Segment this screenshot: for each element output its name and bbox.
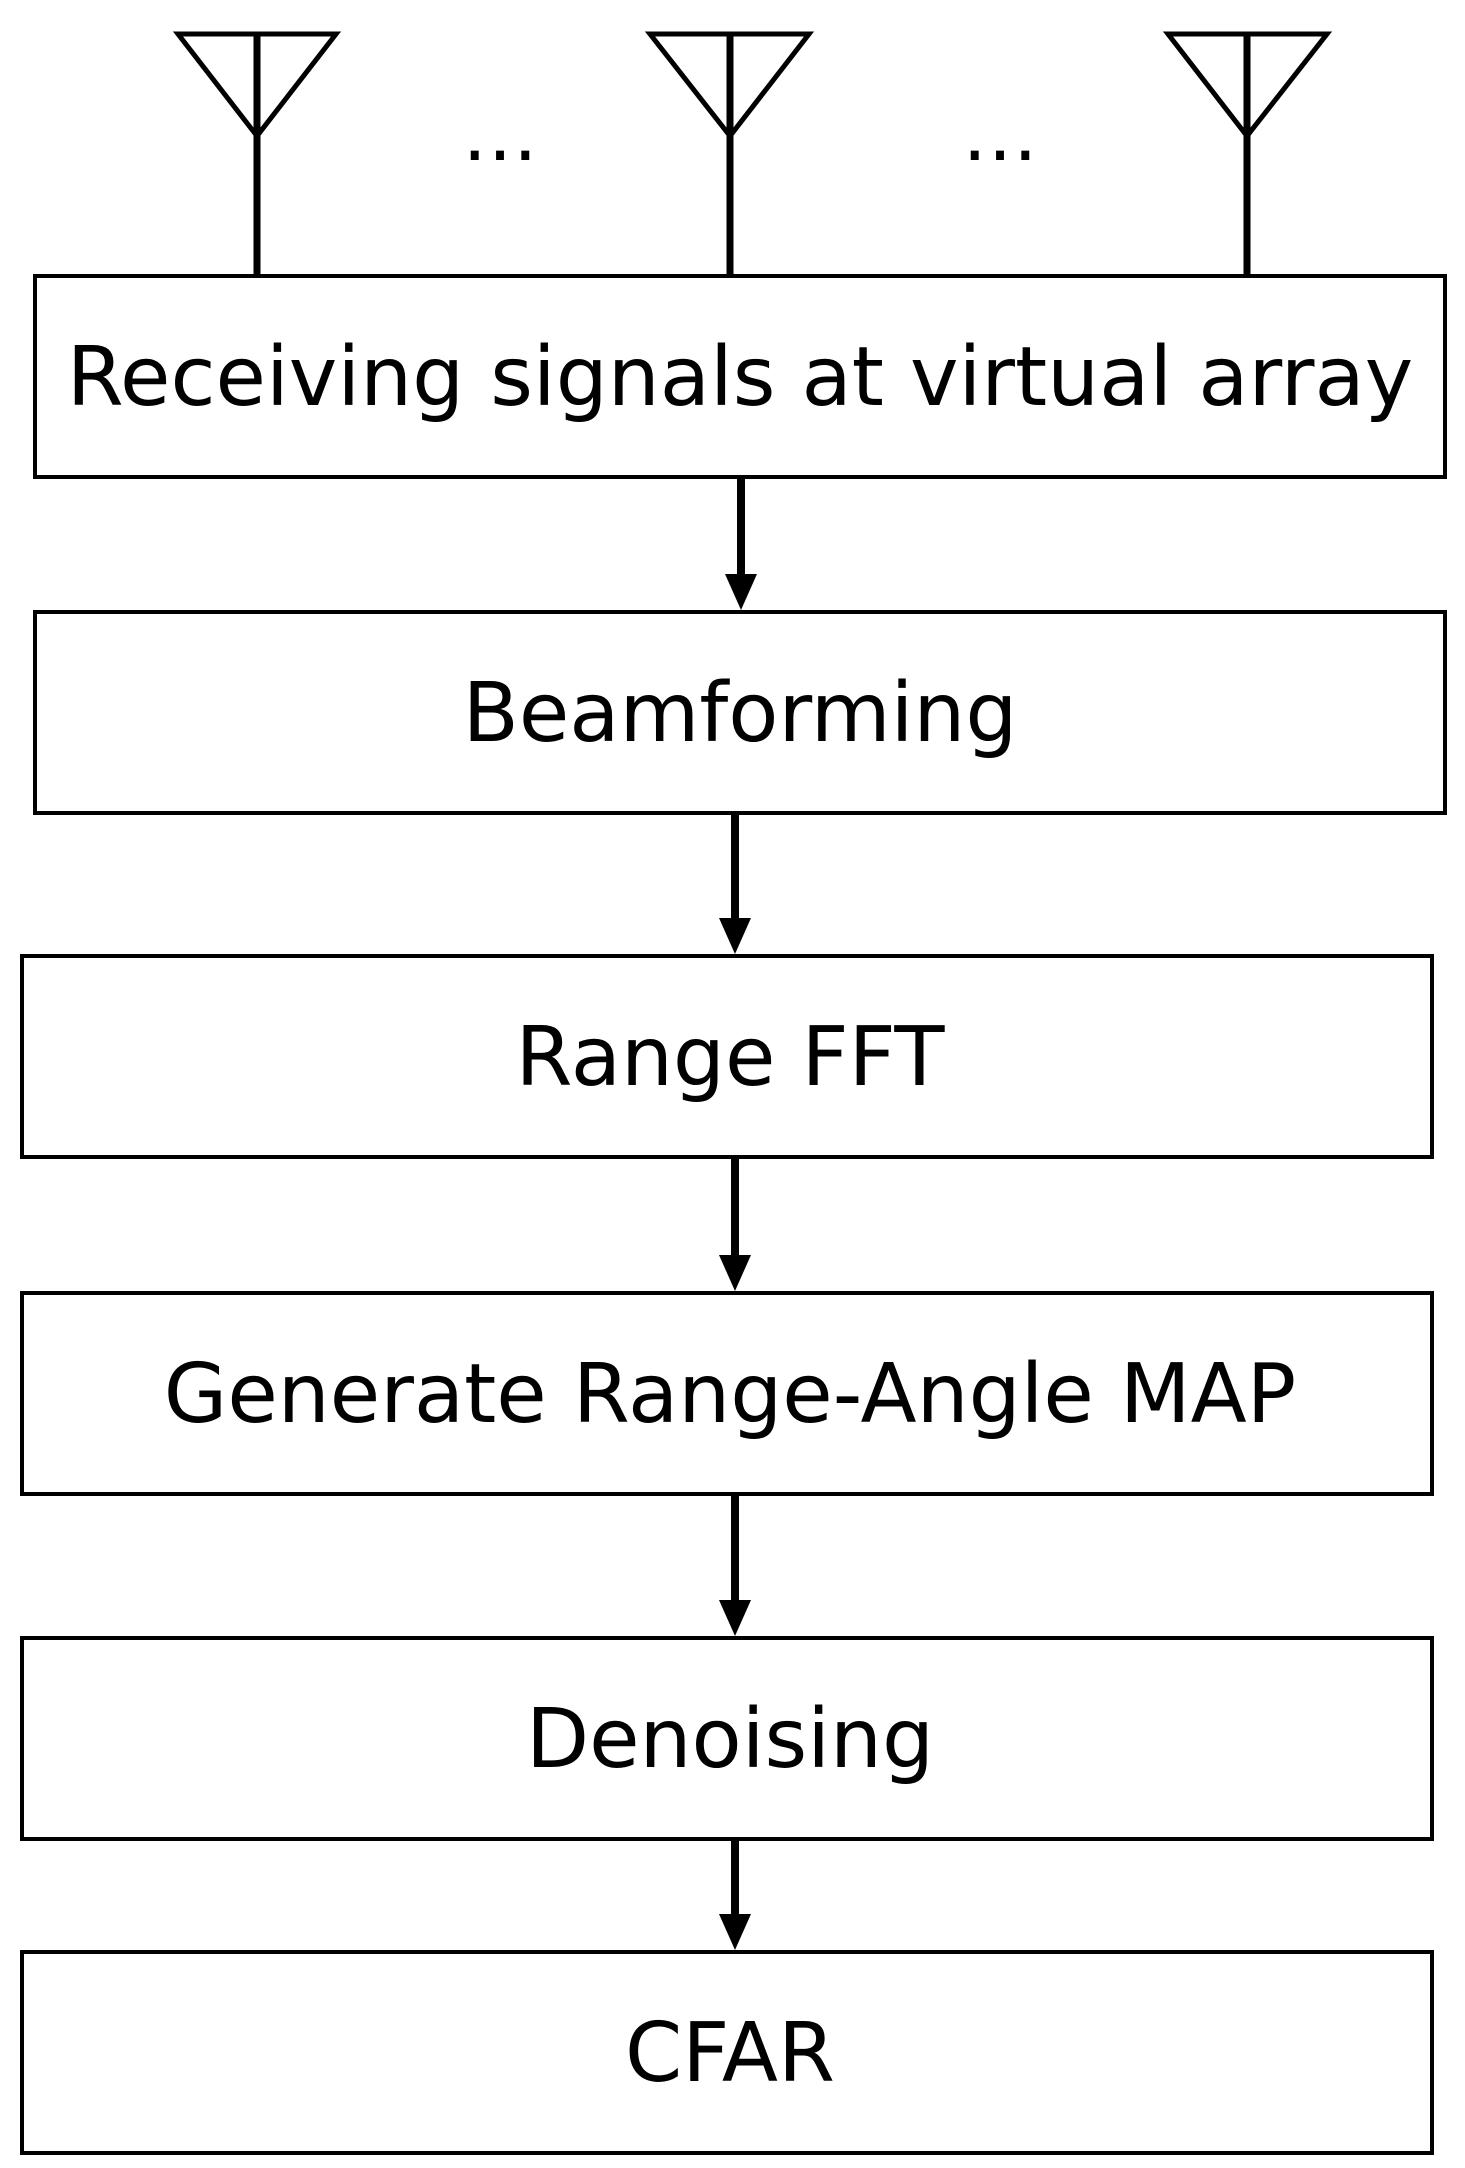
arrow-3-head	[719, 1255, 751, 1291]
step-label-2: Beamforming	[463, 666, 1018, 761]
arrow-4-head	[719, 1600, 751, 1636]
step-label-4: Generate Range-Angle MAP	[164, 1347, 1296, 1442]
step-generate-range-angle-map: Generate Range-Angle MAP	[20, 1291, 1434, 1496]
ellipsis-right: …	[962, 89, 1038, 178]
arrow-1	[725, 479, 757, 610]
arrow-4	[719, 1496, 751, 1636]
arrow-2	[719, 815, 751, 954]
step-beamforming: Beamforming	[33, 610, 1447, 815]
arrow-2-head	[719, 918, 751, 954]
step-label-6: CFAR	[625, 2006, 835, 2101]
step-label-5: Denoising	[526, 1692, 934, 1787]
arrow-5	[719, 1841, 751, 1950]
step-label-1: Receiving signals at virtual array	[67, 330, 1414, 425]
step-box-1	[33, 274, 1447, 479]
step-denoising: Denoising	[20, 1636, 1434, 1841]
antenna-2	[644, 31, 815, 276]
step-range-fft: Range FFT	[20, 954, 1434, 1159]
step-receiving-signals: Receiving signals at virtual array	[33, 274, 1447, 479]
step-box-6	[20, 1950, 1434, 2155]
ellipsis-left: …	[462, 89, 538, 178]
step-box-4	[20, 1291, 1434, 1496]
antenna-1	[172, 31, 342, 276]
step-box-3	[20, 954, 1434, 1159]
antenna-3	[1162, 31, 1333, 276]
arrow-5-head	[719, 1914, 751, 1950]
arrow-1-head	[725, 574, 757, 610]
step-box-2	[33, 610, 1447, 815]
step-label-3: Range FFT	[516, 1010, 946, 1105]
step-cfar: CFAR	[20, 1950, 1434, 2155]
arrow-3	[719, 1159, 751, 1291]
step-box-5	[20, 1636, 1434, 1841]
